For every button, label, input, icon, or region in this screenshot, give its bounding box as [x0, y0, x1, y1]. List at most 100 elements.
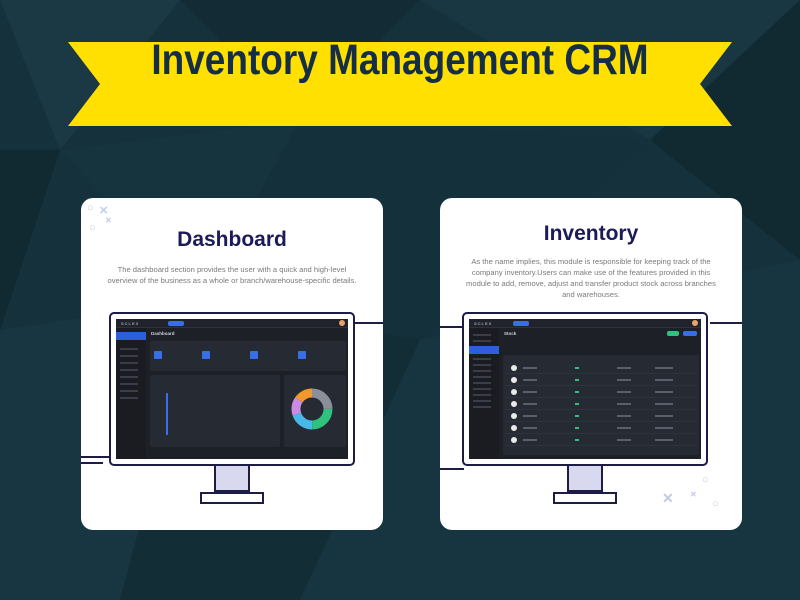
decorative-line	[81, 456, 111, 458]
circle-decoration-icon: ○	[89, 222, 96, 234]
stat-icon	[202, 351, 210, 359]
sidebar-item[interactable]	[120, 355, 138, 357]
table-cell	[523, 415, 537, 417]
x-decoration-icon: ✕	[99, 205, 109, 217]
table-cell	[617, 439, 631, 441]
screen-page-title: Dashboard	[151, 331, 175, 336]
monitor-base	[200, 492, 264, 504]
stats-panel	[150, 341, 346, 371]
table-cell	[655, 439, 673, 441]
sidebar-item-active[interactable]	[116, 332, 146, 340]
table-cell	[655, 415, 673, 417]
export-button[interactable]	[683, 331, 697, 336]
table-cell	[655, 403, 673, 405]
sidebar-item[interactable]	[473, 364, 491, 366]
decorative-line	[440, 468, 464, 470]
sidebar-item[interactable]	[473, 358, 491, 360]
table-cell	[617, 367, 631, 369]
stock-table	[503, 355, 699, 455]
sidebar-item-active[interactable]	[469, 346, 499, 354]
sidebar-item[interactable]	[473, 406, 491, 408]
table-cell	[523, 379, 537, 381]
decorative-line	[351, 322, 383, 324]
table-cell	[523, 427, 537, 429]
sidebar-item[interactable]	[473, 394, 491, 396]
decorative-line	[81, 462, 103, 464]
sidebar-item[interactable]	[473, 400, 491, 402]
dashboard-description: The dashboard section provides the user …	[107, 265, 357, 285]
app-logo: SCLEX	[474, 321, 493, 326]
table-row[interactable]	[505, 363, 697, 374]
table-cell	[655, 367, 673, 369]
stock-badge	[575, 367, 579, 369]
table-row[interactable]	[505, 375, 697, 386]
sidebar-item[interactable]	[473, 340, 491, 342]
donut-chart	[291, 388, 333, 430]
table-cell	[523, 439, 537, 441]
sidebar-item[interactable]	[120, 390, 138, 392]
sales-chart-panel	[150, 375, 280, 447]
circle-decoration-icon: ○	[702, 474, 709, 486]
branch-selector[interactable]	[513, 321, 529, 326]
table-cell	[617, 403, 631, 405]
sidebar-item[interactable]	[473, 334, 491, 336]
add-stock-button[interactable]	[667, 331, 679, 336]
inventory-screen: SCLEX	[469, 319, 701, 459]
dashboard-card: ✕ ○ ○ ✕ Dashboard The dashboard section …	[81, 198, 383, 530]
sidebar-item[interactable]	[473, 376, 491, 378]
sidebar-item[interactable]	[120, 383, 138, 385]
product-thumbnail	[511, 389, 517, 395]
stock-badge	[575, 439, 579, 441]
table-cell	[655, 391, 673, 393]
table-cell	[523, 403, 537, 405]
circle-decoration-icon: ○	[712, 498, 719, 510]
stat-icon	[154, 351, 162, 359]
monitor-base	[553, 492, 617, 504]
screen-sidebar	[469, 328, 499, 459]
sidebar-item[interactable]	[120, 397, 138, 399]
monitor-frame: SCLEX	[462, 312, 708, 466]
screen-main: Dashboard	[148, 329, 348, 459]
sidebar-item[interactable]	[473, 388, 491, 390]
table-cell	[617, 415, 631, 417]
page-title: Inventory Management CRM	[151, 36, 649, 84]
inventory-card: ✕ ○ ○ ✕ Inventory As the name implies, t…	[440, 198, 742, 530]
table-cell	[617, 379, 631, 381]
screen-topbar: SCLEX	[116, 319, 348, 328]
table-row[interactable]	[505, 387, 697, 398]
stock-badge	[575, 403, 579, 405]
sidebar-item[interactable]	[473, 370, 491, 372]
table-row[interactable]	[505, 435, 697, 446]
stat-icon	[250, 351, 258, 359]
avatar[interactable]	[339, 320, 345, 326]
product-thumbnail	[511, 377, 517, 383]
stat-icon	[298, 351, 306, 359]
sidebar-item[interactable]	[120, 376, 138, 378]
branch-selector[interactable]	[168, 321, 184, 326]
table-cell	[617, 427, 631, 429]
sidebar-item[interactable]	[473, 382, 491, 384]
stock-badge	[575, 391, 579, 393]
product-thumbnail	[511, 437, 517, 443]
table-row[interactable]	[505, 423, 697, 434]
product-thumbnail	[511, 401, 517, 407]
table-row[interactable]	[505, 399, 697, 410]
sidebar-item[interactable]	[120, 369, 138, 371]
title-ribbon	[68, 42, 732, 126]
table-row[interactable]	[505, 411, 697, 422]
avatar[interactable]	[692, 320, 698, 326]
x-decoration-icon: ✕	[690, 490, 697, 499]
table-cell	[523, 367, 537, 369]
product-thumbnail	[511, 413, 517, 419]
monitor-neck	[214, 466, 250, 492]
decorative-line	[440, 326, 462, 328]
sidebar-item[interactable]	[120, 362, 138, 364]
x-decoration-icon: ✕	[105, 216, 112, 225]
table-cell	[523, 391, 537, 393]
sidebar-item[interactable]	[120, 348, 138, 350]
monitor-frame: SCLEX Dashboard	[109, 312, 355, 466]
screen-sidebar	[116, 328, 146, 459]
monitor-neck	[567, 466, 603, 492]
screen-main: Stock	[501, 329, 701, 459]
stock-badge	[575, 427, 579, 429]
